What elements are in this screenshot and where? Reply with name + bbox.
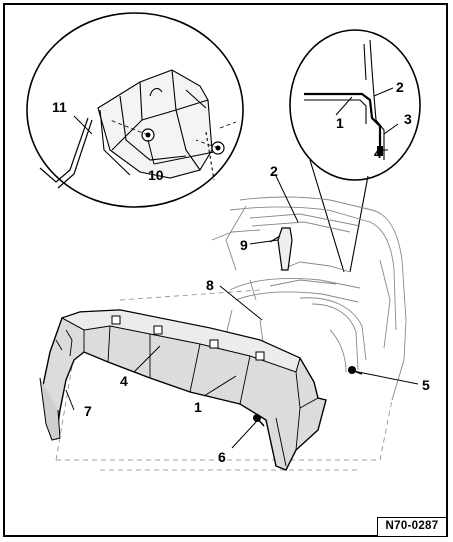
vehicle-body-outline (211, 196, 407, 401)
callout-labels: 11 10 1 2 3 4 2 9 8 4 1 7 5 6 (52, 79, 430, 465)
callout-4-main: 4 (120, 373, 128, 389)
reference-code-label: N70-0287 (377, 517, 447, 537)
trim-panel (39, 309, 327, 471)
callout-10: 10 (148, 167, 164, 183)
callout-4-detail: 4 (374, 145, 382, 161)
clip-part-9 (269, 227, 293, 271)
callout-6: 6 (218, 449, 226, 465)
detail-view-right (289, 29, 421, 273)
screw-part-6 (253, 414, 265, 427)
callout-2-upper: 2 (270, 163, 278, 179)
callout-9: 9 (240, 237, 248, 253)
callout-5: 5 (422, 377, 430, 393)
callout-1-main: 1 (194, 399, 202, 415)
detail-view-left (26, 12, 244, 208)
callout-2-detail: 2 (396, 79, 404, 95)
screw-part-5 (348, 366, 363, 375)
leader-lines (65, 115, 419, 449)
callout-3: 3 (404, 111, 412, 127)
callout-7: 7 (84, 403, 92, 419)
callout-11: 11 (52, 99, 67, 115)
callout-8: 8 (206, 277, 214, 293)
callout-1-detail: 1 (336, 115, 344, 131)
